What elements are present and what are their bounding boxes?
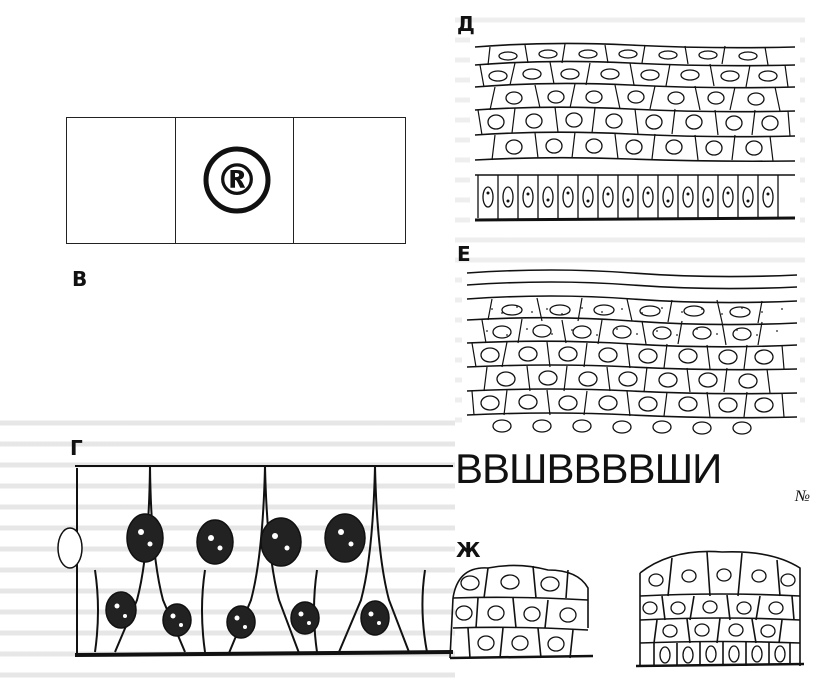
box-divider	[175, 118, 176, 243]
label-zh: Ж	[456, 538, 481, 562]
label-e: Е	[457, 242, 471, 266]
box-divider	[293, 118, 294, 243]
label-d: Д	[457, 12, 475, 36]
number-sign: №	[795, 488, 811, 505]
epithelium-diagram-d	[470, 35, 800, 225]
columnar-epithelium-diagram-g	[57, 465, 454, 657]
label-v: В	[72, 267, 88, 291]
registered-mark-glyph: ®	[215, 155, 259, 206]
three-box-figure: ®	[66, 117, 406, 244]
registered-mark-icon: ®	[203, 146, 271, 214]
epithelium-diagram-e	[462, 265, 800, 435]
epithelium-diagram-zh-left	[449, 564, 594, 660]
epithelium-diagram-zh-right	[635, 550, 805, 668]
label-g: Г	[70, 436, 83, 460]
glyph-row-text: BBШBBBBШИ	[455, 445, 722, 492]
